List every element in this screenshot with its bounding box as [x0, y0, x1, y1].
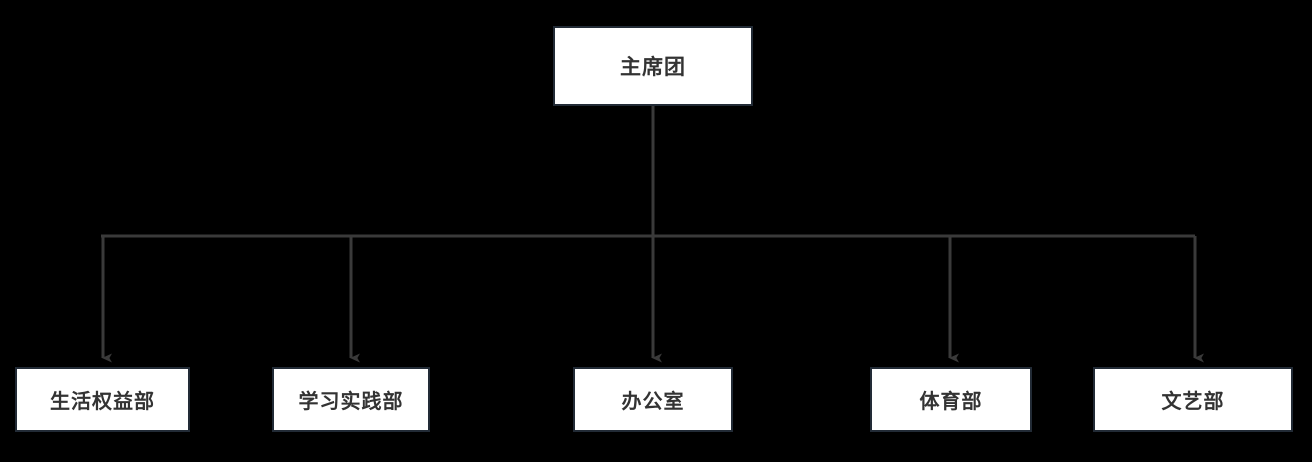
org-node-shenghuoquanyibu[interactable]: 生活权益部: [15, 367, 190, 432]
org-node-wenyibu[interactable]: 文艺部: [1093, 367, 1293, 432]
org-node-root[interactable]: 主席团: [553, 26, 753, 106]
org-node-label: 文艺部: [1161, 391, 1225, 413]
org-node-xuexishijianbu[interactable]: 学习实践部: [272, 367, 430, 432]
org-node-label: 生活权益部: [50, 391, 155, 413]
org-node-bangongshi[interactable]: 办公室: [573, 367, 733, 432]
org-node-root-label: 主席团: [620, 56, 686, 79]
org-node-label: 学习实践部: [298, 391, 404, 413]
org-node-label: 办公室: [621, 391, 685, 413]
org-node-label: 体育部: [919, 391, 983, 413]
org-node-tiyubu[interactable]: 体育部: [870, 367, 1032, 432]
